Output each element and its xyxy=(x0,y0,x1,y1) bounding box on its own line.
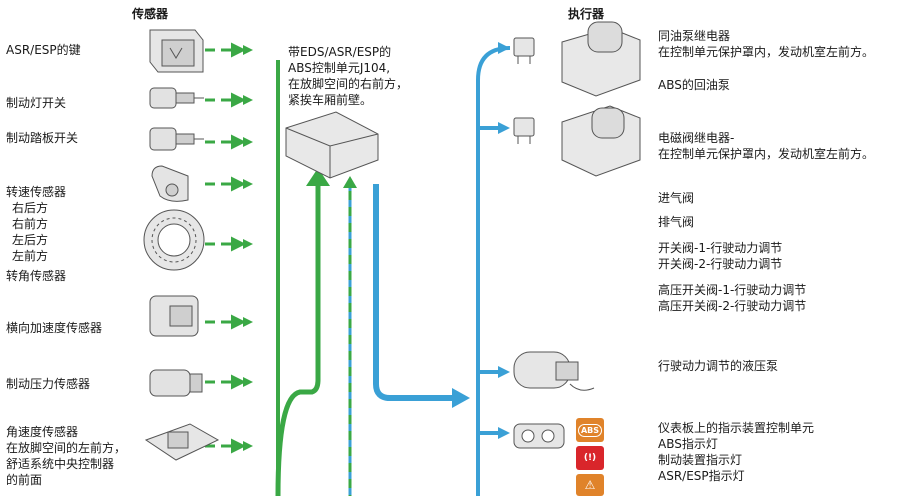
actuator-label-hp-valves: 高压开关阀-1-行驶动力调节 高压开关阀-2-行驶动力调节 xyxy=(658,283,807,313)
brake-warning-icon: (!) xyxy=(576,446,604,470)
sensor-arrow-heads xyxy=(243,45,253,451)
brake-light-switch-icon xyxy=(149,87,204,109)
sensor-label-brake-light: 制动灯开关 xyxy=(6,96,67,110)
sensor-bus xyxy=(275,60,321,496)
hydraulic-pump-icon xyxy=(513,351,595,391)
yaw-rate-sensor-icon xyxy=(144,423,220,461)
steering-angle-sensor-icon xyxy=(143,209,205,271)
sensors-header: 传感器 xyxy=(132,7,169,21)
sensor-label-lateral: 横向加速度传感器 xyxy=(6,321,103,335)
hydraulic-unit-icon-1 xyxy=(561,21,641,97)
relay-icon-1 xyxy=(513,37,535,64)
brake-pressure-sensor-icon xyxy=(149,369,203,397)
asr-key-icon xyxy=(149,29,204,73)
actuator-label-hyd-pump: 行驶动力调节的液压泵 xyxy=(658,359,779,373)
control-unit-label: 带EDS/ASR/ESP的 ABS控制单元J104, 在放脚空间的右前方， 紧挨… xyxy=(288,45,409,107)
instrument-cluster-icon xyxy=(513,423,565,449)
actuator-label-switch-valves: 开关阀-1-行驶动力调节 开关阀-2-行驶动力调节 xyxy=(658,241,783,271)
actuator-label-return-pump: ABS的回油泵 xyxy=(658,78,730,92)
actuator-flow-out xyxy=(373,184,455,401)
sensor-label-asr-key: ASR/ESP的键 xyxy=(6,43,81,57)
lateral-acceleration-sensor-icon xyxy=(149,295,199,337)
actuator-label-indicators: 仪表板上的指示装置控制单元 ABS指示灯 制动装置指示灯 ASR/ESP指示灯 xyxy=(658,421,815,483)
actuator-label-return-relay: 同油泵继电器 在控制单元保护罩内，发动机室左前方。 xyxy=(658,29,875,59)
relay-icon-2 xyxy=(513,117,535,144)
speed-sensor-icon xyxy=(151,165,189,202)
actuator-label-valve-relay: 电磁阀继电器- 在控制单元保护罩内，发动机室左前方。 xyxy=(658,131,875,161)
esp-warning-icon: ⚠ xyxy=(576,474,604,496)
actuator-label-exhaust-valve: 排气阀 xyxy=(658,215,695,229)
actuator-label-intake-valve: 进气阀 xyxy=(658,191,695,205)
sensor-arrows xyxy=(205,42,246,454)
green-main-arrowhead xyxy=(306,168,330,186)
brake-pedal-switch-icon xyxy=(149,127,204,151)
actuators-header: 执行器 xyxy=(568,7,605,21)
sensor-label-pressure: 制动压力传感器 xyxy=(6,377,91,391)
sensor-label-speed: 转速传感器 右后方 右前方 左后方 左前方 xyxy=(6,185,67,263)
sensor-label-steer: 转角传感器 xyxy=(6,269,67,283)
control-unit-icon xyxy=(285,111,379,179)
abs-warning-icon: ABS xyxy=(576,418,604,442)
hydraulic-unit-icon-2 xyxy=(561,105,641,177)
sensor-label-brake-pedal: 制动踏板开关 xyxy=(6,131,79,145)
sensor-label-yaw: 角速度传感器 在放脚空间的左前方， 舒适系统中央控制器 的前面 xyxy=(6,425,127,487)
